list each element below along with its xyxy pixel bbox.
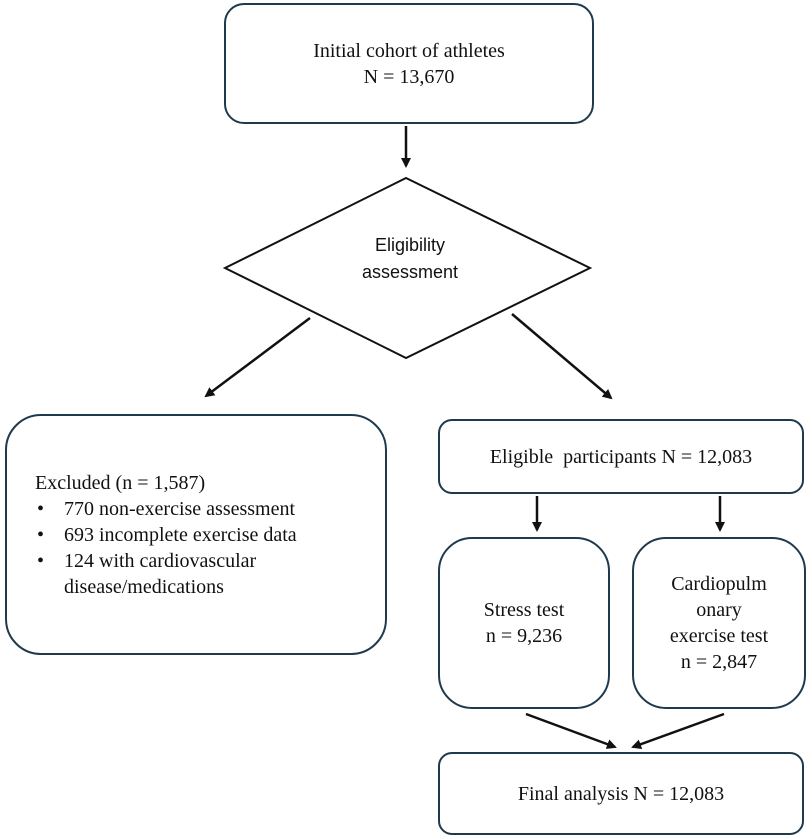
- cardiopulmonary-label-line1: Cardiopulm: [671, 573, 767, 595]
- cardiopulmonary-test-box: Cardiopulm onary exercise test n = 2,847: [632, 537, 806, 709]
- arrow-cardio-to-final: [631, 712, 725, 749]
- eligible-participants-box: Eligible participants N = 12,083: [438, 419, 804, 494]
- exclusion-reason: 124 with cardiovascular: [64, 549, 257, 572]
- eligible-participants-label: Eligible participants N = 12,083: [489, 445, 753, 468]
- cardiopulmonary-label-line2: onary: [696, 599, 742, 621]
- exclusion-reason: 770 non-exercise assessment: [64, 497, 296, 520]
- final-analysis-label: Final analysis N = 12,083: [517, 782, 725, 805]
- eligibility-diamond: [222, 176, 593, 360]
- list-item: 693 incomplete exercise data: [35, 522, 297, 548]
- excluded-title: Excluded (n = 1,587): [35, 471, 206, 494]
- cardiopulmonary-count: n = 2,847: [680, 651, 758, 673]
- arrow-eligibility-to-eligible: [511, 313, 613, 400]
- final-analysis-box: Final analysis N = 12,083: [438, 752, 804, 835]
- cardiopulmonary-label-line3: exercise test: [669, 625, 769, 647]
- exclusion-reasons-list: 770 non-exercise assessment 693 incomple…: [35, 496, 297, 600]
- exclusion-reason: 693 incomplete exercise data: [64, 523, 297, 546]
- stress-test-label: Stress test: [483, 599, 565, 621]
- excluded-box: Excluded (n = 1,587) 770 non-exercise as…: [5, 414, 387, 655]
- eligibility-assessment-label: Eligibility assessment: [300, 232, 520, 286]
- initial-cohort-label: Initial cohort of athletes: [313, 39, 505, 62]
- eligibility-label-line1: Eligibility: [374, 235, 446, 255]
- arrow-stress-to-final: [525, 712, 617, 749]
- list-item: 770 non-exercise assessment: [35, 496, 297, 522]
- initial-cohort-box: Initial cohort of athletes N = 13,670: [224, 3, 594, 124]
- exclusion-reason-continued: disease/medications: [64, 575, 224, 598]
- arrow-eligibility-to-excluded: [204, 317, 311, 398]
- stress-test-box: Stress test n = 9,236: [438, 537, 610, 709]
- eligibility-label-line2: assessment: [361, 262, 459, 282]
- list-item: 124 with cardiovascular disease/medicati…: [35, 548, 297, 600]
- initial-cohort-count: N = 13,670: [363, 65, 455, 88]
- stress-test-count: n = 9,236: [485, 625, 563, 647]
